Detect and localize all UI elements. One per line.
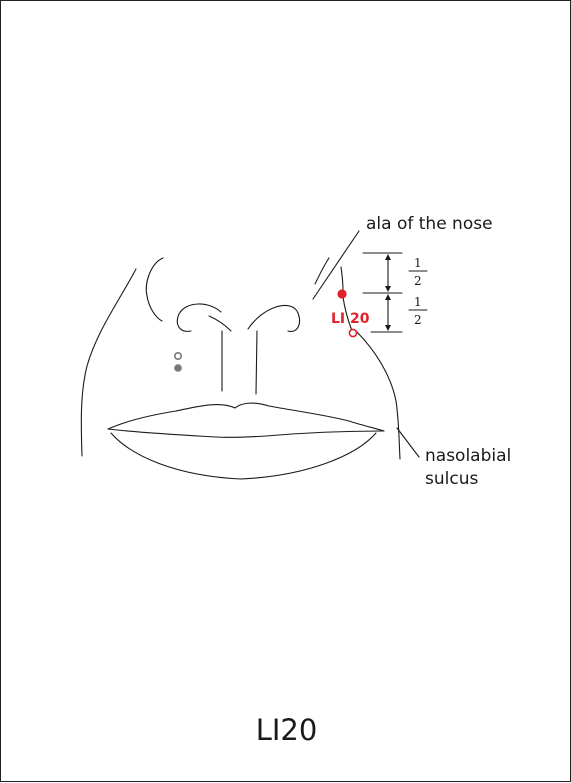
gray-dot-marker — [174, 364, 182, 372]
right-face-contour — [356, 331, 400, 459]
lower-lip — [111, 433, 376, 479]
upper-lip — [108, 403, 384, 431]
nasolabial-label: nasolabial — [425, 446, 511, 466]
fraction-lower-numerator: 1 — [414, 295, 422, 309]
left-ala-inner — [209, 316, 231, 331]
philtrum-right — [256, 331, 257, 394]
li20-point — [337, 289, 346, 298]
li20-secondary-ring — [349, 329, 356, 336]
fraction-upper-denominator: 2 — [414, 274, 422, 288]
point-title: LI20 — [1, 713, 571, 747]
left-ala — [177, 304, 221, 331]
sulcus-leader-line — [397, 428, 419, 457]
lip-line — [108, 429, 384, 437]
li20-label: LI 20 — [331, 311, 370, 327]
left-cheek-fold — [146, 258, 163, 321]
left-face-contour — [81, 269, 136, 456]
right-upper-contour — [341, 267, 343, 291]
right-cheek-fold — [315, 258, 329, 284]
fraction-upper-numerator: 1 — [414, 256, 422, 270]
sulcus-label: sulcus — [425, 469, 478, 489]
ala-label: ala of the nose — [366, 214, 493, 234]
right-ala — [248, 305, 300, 331]
gray-ring-marker — [175, 353, 181, 359]
ala-leader-line — [313, 231, 359, 299]
fraction-lower-denominator: 2 — [414, 313, 422, 327]
